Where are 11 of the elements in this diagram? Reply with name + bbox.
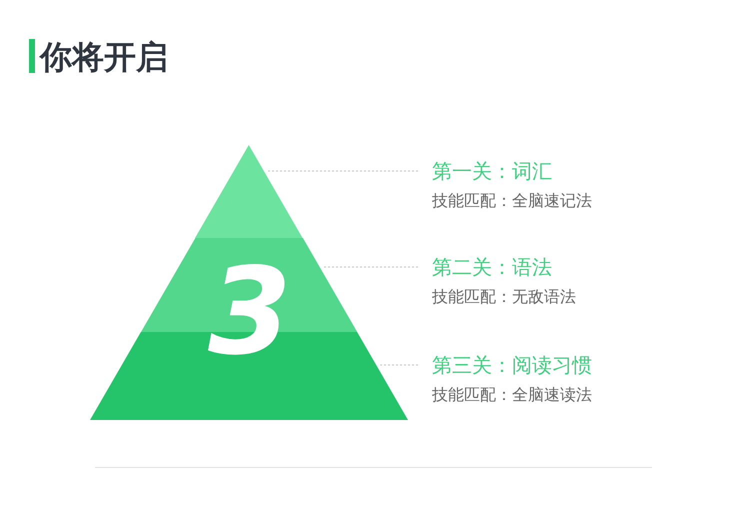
skill-text: 技能匹配：全脑速记法 (432, 191, 592, 212)
level-heading: 第三关：阅读习惯 (432, 352, 592, 379)
leader-line (380, 364, 418, 366)
leader-line (323, 266, 418, 268)
title: 你将开启 (40, 37, 168, 78)
skill-text: 技能匹配：全脑速读法 (432, 385, 592, 406)
skill-text: 技能匹配：无敌语法 (432, 287, 576, 308)
level-heading: 第一关：词汇 (432, 158, 553, 185)
leader-line (268, 170, 418, 172)
big-number: 3 (208, 253, 292, 373)
level-heading: 第二关：语法 (432, 254, 553, 281)
